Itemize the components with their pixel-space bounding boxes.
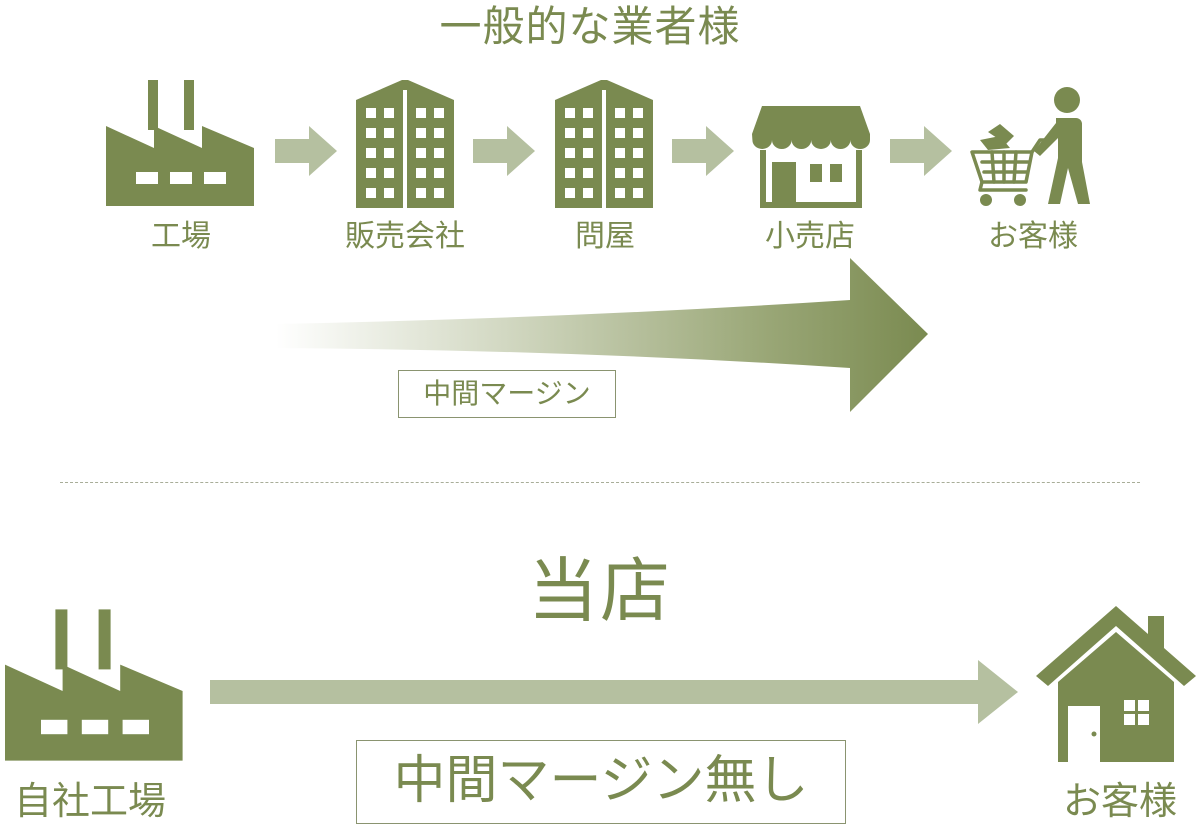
top-section-title: 一般的な業者様	[439, 2, 741, 51]
step-arrow-2	[473, 126, 535, 176]
source-label-own-factory: 自社工場	[13, 779, 166, 823]
office-building-icon	[555, 80, 653, 208]
no-intermediate-margin-label: 中間マージン無し	[356, 740, 846, 824]
target-label-customer: お客様	[1062, 779, 1177, 823]
node-label-customer: お客様	[988, 219, 1078, 254]
node-label-wholesaler: 問屋	[575, 219, 635, 254]
step-arrow-1	[275, 126, 337, 176]
bottom-section-title: 当店	[528, 550, 672, 632]
storefront-icon	[752, 106, 870, 208]
house-icon	[1036, 606, 1196, 762]
shopper-with-cart-icon	[970, 87, 1090, 206]
margin-growth-arrow	[276, 258, 928, 412]
factory-icon	[5, 609, 183, 761]
step-arrow-4	[890, 126, 952, 176]
factory-icon	[106, 80, 254, 206]
direct-delivery-arrow	[210, 660, 1018, 724]
intermediate-margin-label: 中間マージン	[398, 370, 616, 418]
office-building-icon	[356, 80, 454, 208]
step-arrow-3	[672, 126, 734, 176]
node-label-factory: 工場	[151, 219, 211, 254]
node-label-sales-company: 販売会社	[345, 219, 465, 254]
section-divider	[60, 482, 1140, 483]
node-label-retailer: 小売店	[765, 219, 855, 254]
